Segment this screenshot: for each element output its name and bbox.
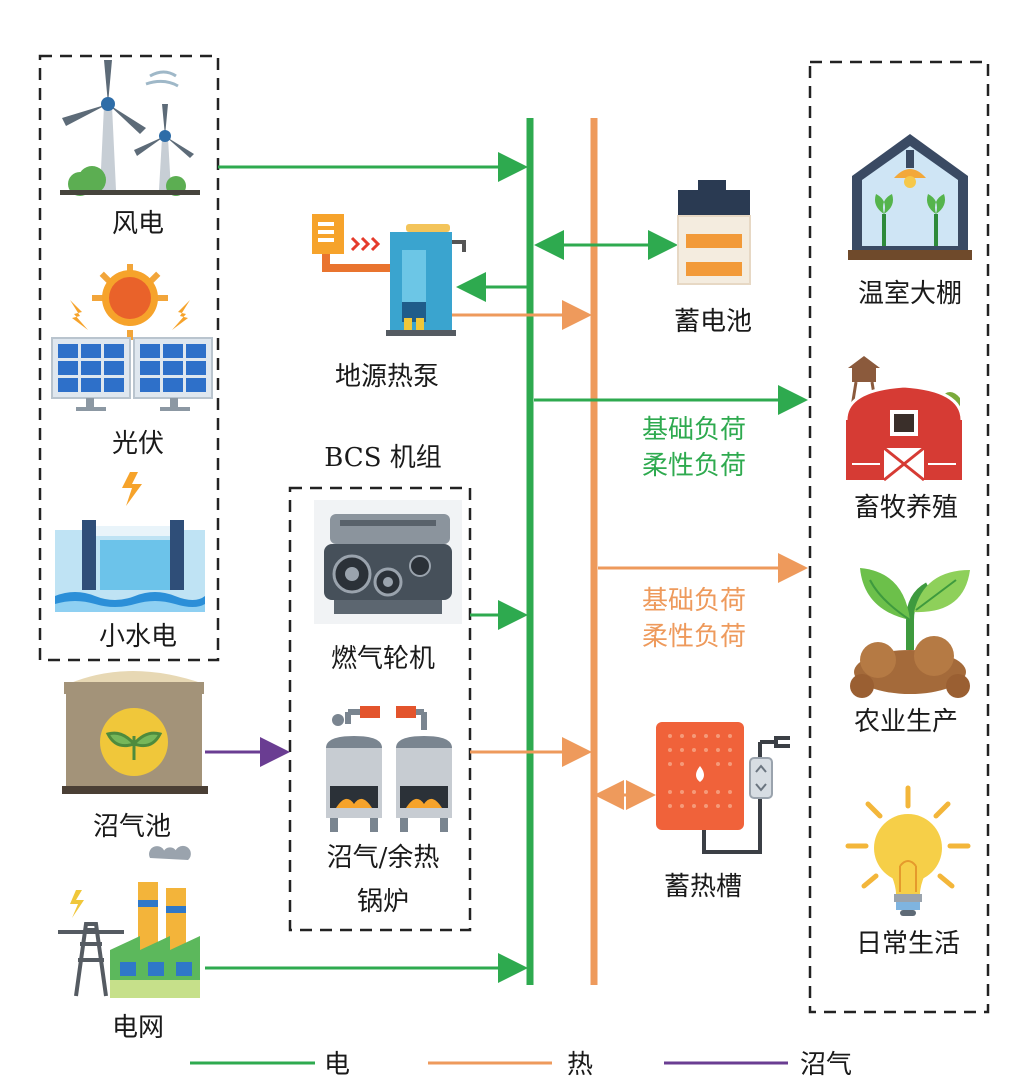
battery-label: 蓄电池 (674, 307, 752, 337)
wind-turbine-icon (60, 60, 200, 196)
bcs-group-box (288, 486, 472, 932)
gas-turbine-label: 燃气轮机 (331, 644, 435, 674)
solar-label: 光伏 (112, 429, 164, 459)
electric-load-label-line1: 基础负荷 (642, 415, 746, 445)
daily-life-label: 日常生活 (856, 929, 960, 959)
gas-turbine-engine-icon (314, 500, 462, 624)
loads-group-box (808, 60, 990, 1014)
heat-storage-tank-icon (656, 722, 790, 854)
livestock-barn-icon (844, 356, 964, 482)
boiler-label-line1: 沼气/余热 (327, 843, 440, 873)
agriculture-label: 农业生产 (854, 707, 958, 737)
ground-source-heat-pump-icon (312, 214, 466, 336)
heat-pump-label: 地源热泵 (335, 362, 439, 392)
biogas-waste-heat-boiler-icon (326, 706, 452, 832)
electric-load-label-line2: 柔性负荷 (642, 451, 746, 481)
legend-heat-label: 热 (567, 1050, 593, 1080)
grid-label: 电网 (112, 1013, 164, 1043)
greenhouse-icon (848, 134, 972, 260)
sprout-plant-icon (850, 568, 970, 698)
power-grid-factory-icon (58, 845, 200, 998)
renewable-group-box (38, 54, 220, 662)
biogas-tank-label: 沼气池 (93, 812, 171, 842)
biogas-tank-icon (62, 671, 208, 794)
boiler-label-line2: 锅炉 (357, 887, 409, 917)
wind-label: 风电 (112, 209, 164, 239)
greenhouse-label: 温室大棚 (858, 279, 962, 309)
bcs-unit-title: BCS 机组 (324, 443, 442, 473)
heat-load-label-line1: 基础负荷 (642, 586, 746, 616)
hydro-label: 小水电 (99, 622, 177, 652)
heat-storage-label: 蓄热槽 (664, 872, 742, 902)
legend-electric-label: 电 (324, 1050, 350, 1080)
light-bulb-icon (845, 785, 971, 916)
livestock-label: 畜牧养殖 (854, 493, 958, 523)
hydro-dam-icon (55, 472, 205, 612)
battery-icon (677, 180, 751, 285)
solar-panel-icon (51, 264, 213, 411)
heat-load-label-line2: 柔性负荷 (642, 622, 746, 652)
legend-biogas-label: 沼气 (800, 1050, 852, 1080)
